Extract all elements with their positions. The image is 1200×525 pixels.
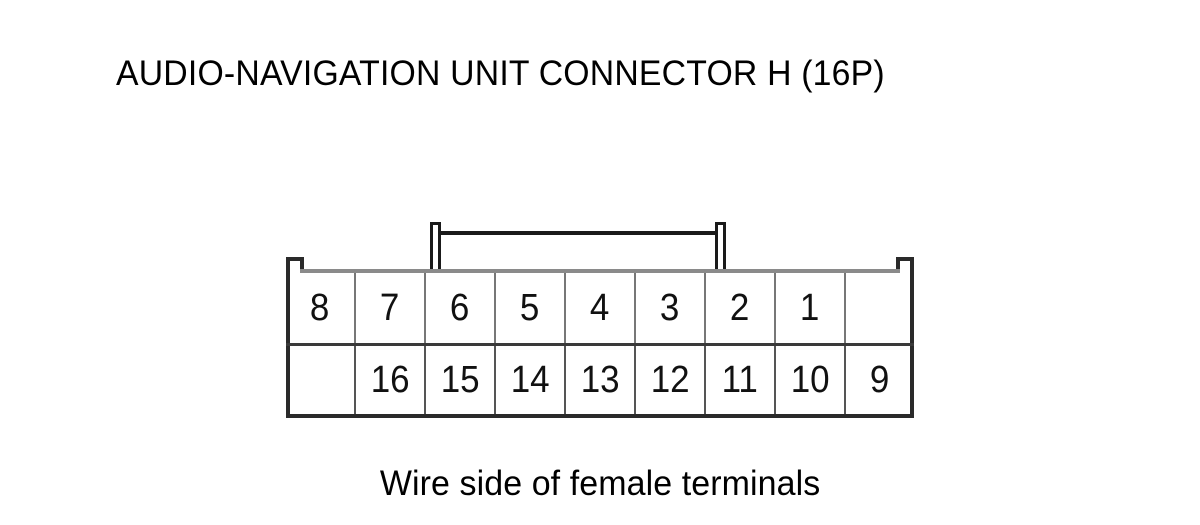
pin-cell-1: 1 xyxy=(776,273,846,343)
pin-number: 8 xyxy=(310,287,330,329)
pin-number: 10 xyxy=(790,359,830,401)
latch-post-left xyxy=(430,222,441,272)
pin-number: 12 xyxy=(650,359,690,401)
pin-cell-empty xyxy=(286,346,356,414)
pin-cell-9: 9 xyxy=(846,346,914,414)
pin-number: 14 xyxy=(510,359,550,401)
pin-cell-13: 13 xyxy=(566,346,636,414)
pin-number: 1 xyxy=(800,287,820,329)
pin-number: 5 xyxy=(520,287,540,329)
connector-body: 8 7 6 5 4 3 2 1 16 15 14 13 12 11 10 9 xyxy=(283,216,917,422)
pin-cell-10: 10 xyxy=(776,346,846,414)
pin-cell-11: 11 xyxy=(706,346,776,414)
pin-number: 11 xyxy=(721,359,759,401)
shell-left-wall xyxy=(286,257,290,418)
notch-right-step xyxy=(896,257,900,273)
pin-cell-8: 8 xyxy=(286,273,356,343)
pin-cell-6: 6 xyxy=(426,273,496,343)
pin-cell-5: 5 xyxy=(496,273,566,343)
notch-right-cap xyxy=(896,257,914,261)
pin-cell-4: 4 xyxy=(566,273,636,343)
pin-number: 15 xyxy=(440,359,480,401)
row-divider xyxy=(286,343,914,346)
pin-cell-15: 15 xyxy=(426,346,496,414)
latch-bar xyxy=(438,231,719,235)
notch-left-step xyxy=(300,257,304,273)
pin-row-top: 8 7 6 5 4 3 2 1 xyxy=(286,273,914,343)
pin-number: 13 xyxy=(580,359,620,401)
pin-cell-empty xyxy=(846,273,914,343)
body-top-edge xyxy=(300,269,900,273)
pin-number: 16 xyxy=(370,359,410,401)
pin-cell-2: 2 xyxy=(706,273,776,343)
pin-number: 3 xyxy=(660,287,680,329)
shell-bottom-wall xyxy=(286,414,914,418)
notch-left-cap xyxy=(286,257,304,261)
pin-cell-3: 3 xyxy=(636,273,706,343)
pin-number: 2 xyxy=(730,287,750,329)
pin-cell-12: 12 xyxy=(636,346,706,414)
pin-cell-7: 7 xyxy=(356,273,426,343)
latch-post-right xyxy=(715,222,726,272)
pin-number: 4 xyxy=(590,287,610,329)
pin-row-bottom: 16 15 14 13 12 11 10 9 xyxy=(286,346,914,414)
pin-cell-14: 14 xyxy=(496,346,566,414)
pin-cell-16: 16 xyxy=(356,346,426,414)
shell-right-wall xyxy=(910,257,914,418)
diagram-caption: Wire side of female terminals xyxy=(379,464,821,503)
pin-number: 6 xyxy=(450,287,470,329)
pin-number: 9 xyxy=(870,359,890,401)
diagram-title: AUDIO-NAVIGATION UNIT CONNECTOR H (16P) xyxy=(116,54,885,93)
pin-number: 7 xyxy=(380,287,400,329)
